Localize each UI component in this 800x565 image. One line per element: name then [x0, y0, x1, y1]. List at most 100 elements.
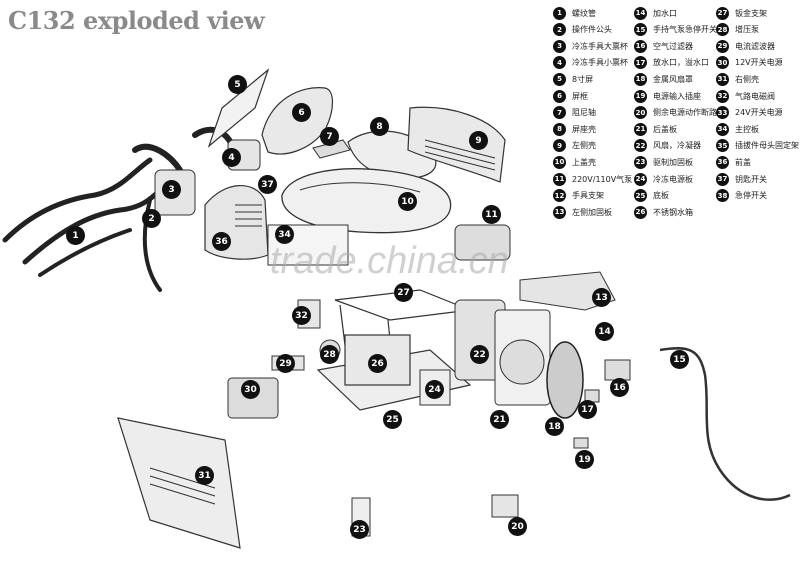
legend-label: 空气过滤器 — [653, 41, 693, 51]
legend-number: 9 — [553, 139, 566, 153]
callout-6: 6 — [292, 103, 311, 122]
legend-number: 37 — [716, 172, 729, 186]
legend-item: 9 左侧壳 — [553, 139, 596, 153]
legend-item: 2 操作件公头 — [553, 23, 612, 37]
legend-label: 放水口，溢水口 — [653, 58, 709, 68]
callout-15: 15 — [670, 350, 689, 369]
legend-label: 底板 — [653, 191, 669, 201]
legend-label: 冷冻手具小票杯 — [572, 58, 628, 68]
legend-item: 25 底板 — [634, 189, 669, 203]
part-hand-pump-switch-cord — [659, 347, 791, 501]
legend-number: 27 — [716, 6, 729, 20]
legend-number: 29 — [716, 39, 729, 53]
legend-number: 33 — [716, 106, 729, 120]
rear-panel-fan — [499, 339, 545, 385]
callout-14: 14 — [595, 322, 614, 341]
callout-31: 31 — [195, 466, 214, 485]
legend-item: 16 空气过滤器 — [634, 39, 693, 53]
legend-label: 手持气泵急停开关 — [653, 25, 717, 35]
left-shell-vents — [424, 139, 496, 171]
legend-item: 11 220V/110V气泵 — [553, 172, 632, 186]
legend-label: 气路电磁阀 — [735, 91, 775, 101]
callout-13: 13 — [592, 288, 611, 307]
front-cover-grille — [235, 204, 262, 227]
legend-label: 220V/110V气泵 — [572, 174, 633, 184]
legend-number: 24 — [634, 172, 647, 186]
diagram-title: C132 exploded view — [8, 6, 265, 35]
callout-27: 27 — [394, 283, 413, 302]
callout-32: 32 — [292, 306, 311, 325]
legend-item: 14 加水口 — [634, 6, 677, 20]
part-fan-guard — [546, 341, 584, 419]
legend-number: 11 — [553, 172, 566, 186]
legend-item: 17 放水口，溢水口 — [634, 56, 709, 70]
legend-number: 20 — [634, 106, 647, 120]
legend-label: 主控板 — [735, 124, 759, 134]
legend-label: 屏座壳 — [572, 124, 596, 134]
legend-label: 急停开关 — [735, 191, 767, 201]
legend-number: 6 — [553, 89, 566, 103]
legend-number: 3 — [553, 39, 566, 53]
legend-label: 24V开关电源 — [735, 108, 783, 118]
callout-26: 26 — [368, 354, 387, 373]
callout-7: 7 — [320, 127, 339, 146]
legend-number: 28 — [716, 23, 729, 37]
legend-number: 26 — [634, 205, 647, 219]
legend-number: 14 — [634, 6, 647, 20]
legend-number: 12 — [553, 189, 566, 203]
callout-9: 9 — [469, 131, 488, 150]
callout-5: 5 — [228, 75, 247, 94]
legend-label: 前盖 — [735, 157, 751, 167]
legend-label: 加水口 — [653, 8, 677, 18]
callout-3: 3 — [162, 180, 181, 199]
legend-number: 18 — [634, 72, 647, 86]
legend-number: 30 — [716, 56, 729, 70]
legend-number: 2 — [553, 23, 566, 37]
legend-number: 21 — [634, 122, 647, 136]
part-top-cover — [281, 168, 452, 234]
legend-label: 螺纹管 — [572, 8, 596, 18]
legend-number: 4 — [553, 56, 566, 70]
legend-label: 左侧壳 — [572, 141, 596, 151]
legend-label: 增压泵 — [735, 25, 759, 35]
callout-20: 20 — [508, 517, 527, 536]
legend-item: 34 主控板 — [716, 122, 759, 136]
legend-number: 17 — [634, 56, 647, 70]
legend-label: 后盖板 — [653, 124, 677, 134]
legend-number: 34 — [716, 122, 729, 136]
part-power-socket — [573, 437, 589, 449]
callout-17: 17 — [578, 400, 597, 419]
legend-number: 16 — [634, 39, 647, 53]
legend-number: 15 — [634, 23, 647, 37]
legend-label: 风扇，冷凝器 — [653, 141, 701, 151]
legend-item: 36 前盖 — [716, 155, 751, 169]
legend-label: 电源输入插座 — [653, 91, 701, 101]
part-left-shell — [407, 106, 506, 183]
legend-number: 36 — [716, 155, 729, 169]
callout-8: 8 — [370, 117, 389, 136]
callout-16: 16 — [610, 378, 629, 397]
legend-label: 上盖壳 — [572, 157, 596, 167]
callout-4: 4 — [222, 148, 241, 167]
legend-item: 33 24V开关电源 — [716, 106, 783, 120]
legend-number: 25 — [634, 189, 647, 203]
legend-number: 7 — [553, 106, 566, 120]
legend-number: 13 — [553, 205, 566, 219]
legend-label: 操作件公头 — [572, 25, 612, 35]
watermark: trade.china.cn — [270, 240, 509, 282]
